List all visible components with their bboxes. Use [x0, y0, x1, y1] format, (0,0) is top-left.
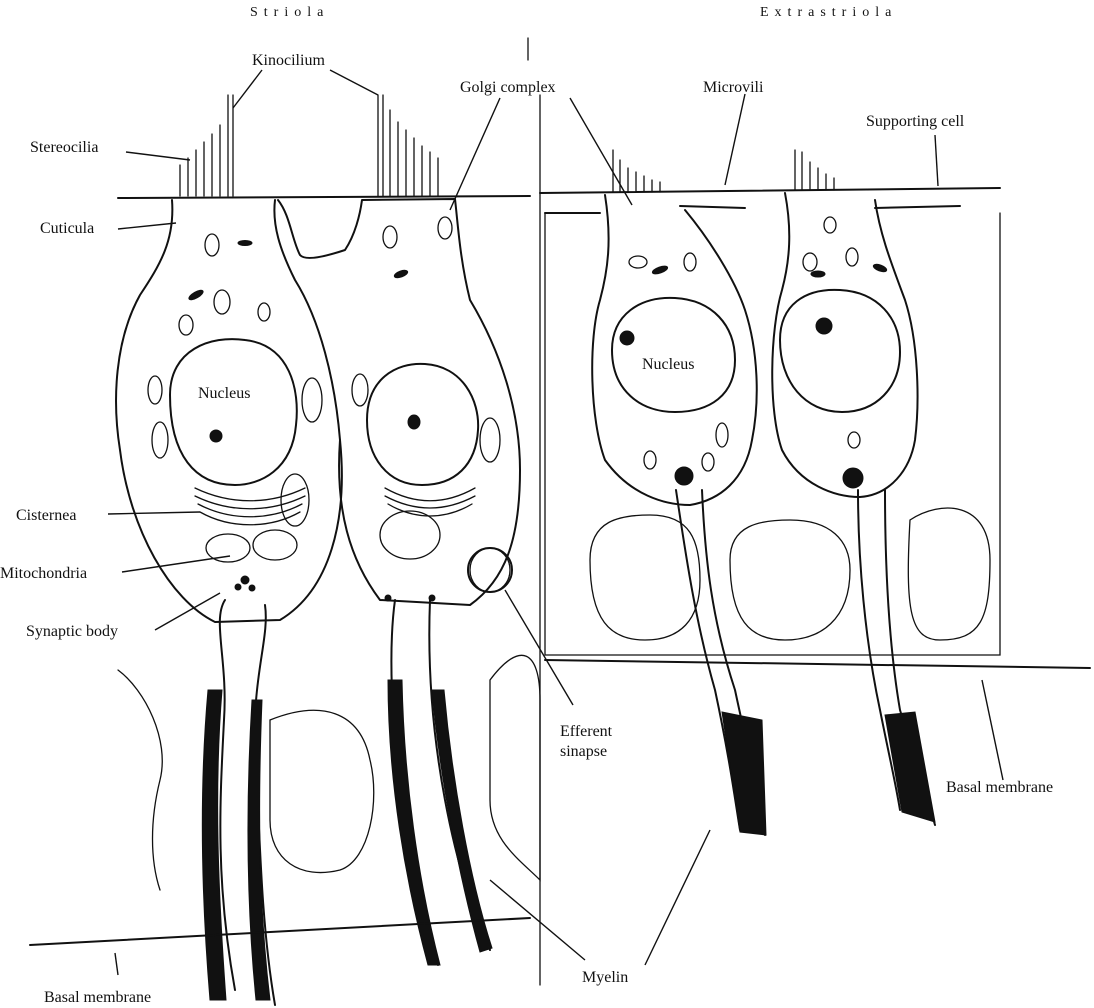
- label-stereocilia: Stereocilia: [30, 139, 98, 156]
- nerve-fiber-1: [218, 599, 276, 1006]
- label-kinocilium: Kinocilium: [252, 52, 325, 69]
- mitochondria-group-2: [351, 216, 511, 593]
- label-basal-membrane-right: Basal membrane: [946, 779, 1053, 796]
- label-efferent-synapse: Efferent sinapse: [560, 723, 616, 760]
- label-mitochondria: Mitochondria: [0, 565, 87, 582]
- label-nucleus-left: Nucleus: [198, 385, 250, 402]
- apical-surface-left: [117, 195, 531, 199]
- nucleus-4: [779, 288, 901, 413]
- nucleolus-4: [815, 317, 833, 335]
- leader-lines: [107, 69, 1004, 976]
- nucleolus-2: [407, 414, 421, 430]
- label-efferent-line-2: sinapse: [560, 743, 607, 760]
- mitochondria-group-1: [147, 233, 323, 563]
- label-myelin: Myelin: [582, 969, 628, 986]
- cisternae-2: [384, 487, 476, 517]
- hair-cell-4-body: [771, 192, 919, 498]
- label-basal-membrane-left: Basal membrane: [44, 989, 151, 1006]
- myelin-sheath-1: [201, 689, 271, 1001]
- supporting-cells-left: [117, 654, 541, 891]
- extrastriola-header: Extrastriola: [760, 5, 897, 20]
- myelin-sheath-2: [387, 679, 493, 966]
- region-divider: [527, 37, 541, 986]
- label-cuticula: Cuticula: [40, 220, 94, 237]
- label-efferent-line-1: Efferent: [560, 723, 613, 740]
- cisternae-1: [194, 487, 306, 526]
- nucleolus-1: [209, 429, 223, 443]
- nucleus-2: [366, 362, 480, 486]
- nucleus-1: [169, 338, 298, 486]
- striola-header: Striola: [250, 5, 329, 20]
- golgi-marks-left: [188, 240, 409, 301]
- hair-cell-2-body: [277, 198, 521, 606]
- nucleus-3: [611, 296, 736, 413]
- stereocilia-bundle-4: [794, 149, 835, 191]
- organelles-right: [628, 216, 861, 472]
- efferent-bouton: [467, 547, 513, 593]
- striola-region: [29, 94, 541, 1006]
- hair-cell-1-body: [115, 199, 343, 623]
- supporting-cell-surface: [544, 205, 961, 214]
- nucleolus-3: [619, 330, 635, 346]
- basal-line-left: [29, 917, 531, 946]
- golgi-marks-right: [651, 263, 888, 489]
- label-cisternea: Cisternea: [16, 507, 76, 524]
- stereocilia-bundle-1: [179, 94, 234, 197]
- myelin-sheath-3: [721, 711, 767, 836]
- label-microvilli: Microvili: [703, 79, 764, 96]
- basal-line-right: [544, 659, 1091, 669]
- hair-cell-3-body: [591, 194, 758, 506]
- synaptic-bodies-left: [234, 575, 436, 602]
- label-nucleus-right: Nucleus: [642, 356, 694, 373]
- label-golgi-complex: Golgi complex: [460, 79, 556, 96]
- apical-surface-right: [539, 187, 1001, 194]
- myelin-sheath-4: [884, 711, 936, 823]
- label-supporting-cell: Supporting cell: [866, 113, 965, 130]
- extrastriola-region: [539, 149, 1091, 836]
- label-synaptic-body: Synaptic body: [26, 623, 118, 640]
- stereocilia-bundle-2: [377, 94, 439, 197]
- supporting-cells-right: [544, 212, 1001, 656]
